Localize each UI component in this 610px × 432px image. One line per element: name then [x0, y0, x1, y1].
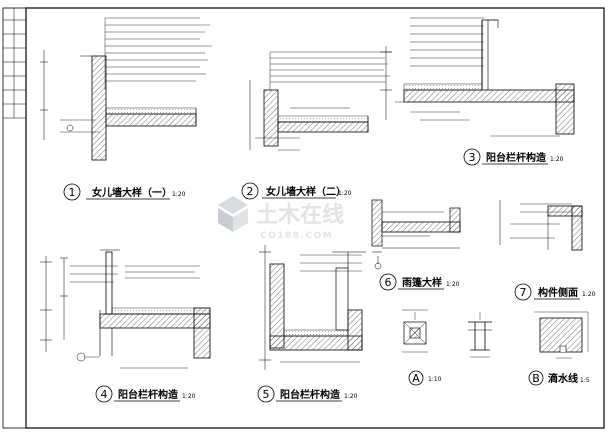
label-title: 女儿墙大样（一） — [92, 186, 172, 199]
label-title: 滴水线 — [548, 372, 578, 385]
label-scale: 1:20 — [344, 393, 358, 400]
watermark-sub: CO188.COM — [260, 231, 333, 241]
detail-B-drip-line — [534, 311, 589, 359]
label-scale: 1:10 — [428, 376, 442, 383]
label-num: 2 — [247, 185, 254, 198]
label-scale: 1:20 — [338, 190, 352, 197]
label-detail-2: 2 女儿墙大样（二） 1:20 — [241, 182, 352, 200]
label-title: 雨篷大样 — [402, 276, 442, 289]
label-scale: 1:20 — [182, 393, 196, 400]
detail-1-parapet — [40, 17, 212, 161]
label-num: 3 — [469, 151, 476, 164]
label-scale: 1:5 — [580, 377, 590, 384]
label-detail-3: 3 阳台栏杆构造 1:20 — [463, 148, 564, 166]
title-strip — [2, 7, 27, 429]
label-scale: 1:20 — [446, 281, 460, 288]
label-detail-5: 5 阳台栏杆构造 1:20 — [257, 385, 358, 403]
detail-5-balcony-railing — [259, 245, 366, 370]
detail-6-canopy — [371, 199, 461, 270]
label-num: A — [412, 372, 420, 385]
watermark: 土木在线 CO188.COM — [218, 196, 344, 241]
detail-2-parapet — [249, 51, 392, 151]
label-title: 阳台栏杆构造 — [280, 388, 341, 401]
label-detail-B: B 滴水线 1:5 — [528, 370, 590, 386]
label-num: 1 — [69, 186, 76, 199]
label-num: B — [532, 372, 540, 385]
label-num: 6 — [385, 276, 392, 289]
label-num: 7 — [520, 286, 527, 299]
detail-4-balcony-railing — [40, 249, 211, 369]
label-title: 阳台栏杆构造 — [486, 151, 547, 164]
label-scale: 1:20 — [172, 191, 186, 198]
detail-7-component-section — [499, 200, 583, 251]
label-detail-4: 4 阳台栏杆构造 1:20 — [95, 385, 196, 403]
watermark-main: 土木在线 — [256, 202, 344, 228]
label-title: 女儿墙大样（二） — [266, 185, 346, 198]
label-detail-7: 7 构件侧面 1:20 — [514, 283, 596, 301]
label-scale: 1:20 — [582, 291, 596, 298]
label-detail-A: A 1:10 — [408, 370, 442, 386]
label-num: 4 — [101, 388, 108, 401]
detail-A-anchor — [402, 309, 492, 358]
label-detail-6: 6 雨篷大样 1:20 — [379, 273, 460, 291]
detail-3-balcony-railing — [380, 17, 575, 137]
label-num: 5 — [263, 388, 270, 401]
label-title: 阳台栏杆构造 — [118, 388, 179, 401]
label-scale: 1:20 — [550, 156, 564, 163]
label-title: 构件侧面 — [538, 286, 578, 299]
label-detail-1: 1 女儿墙大样（一） 1:20 — [63, 183, 186, 201]
watermark-logo-icon — [218, 196, 248, 232]
